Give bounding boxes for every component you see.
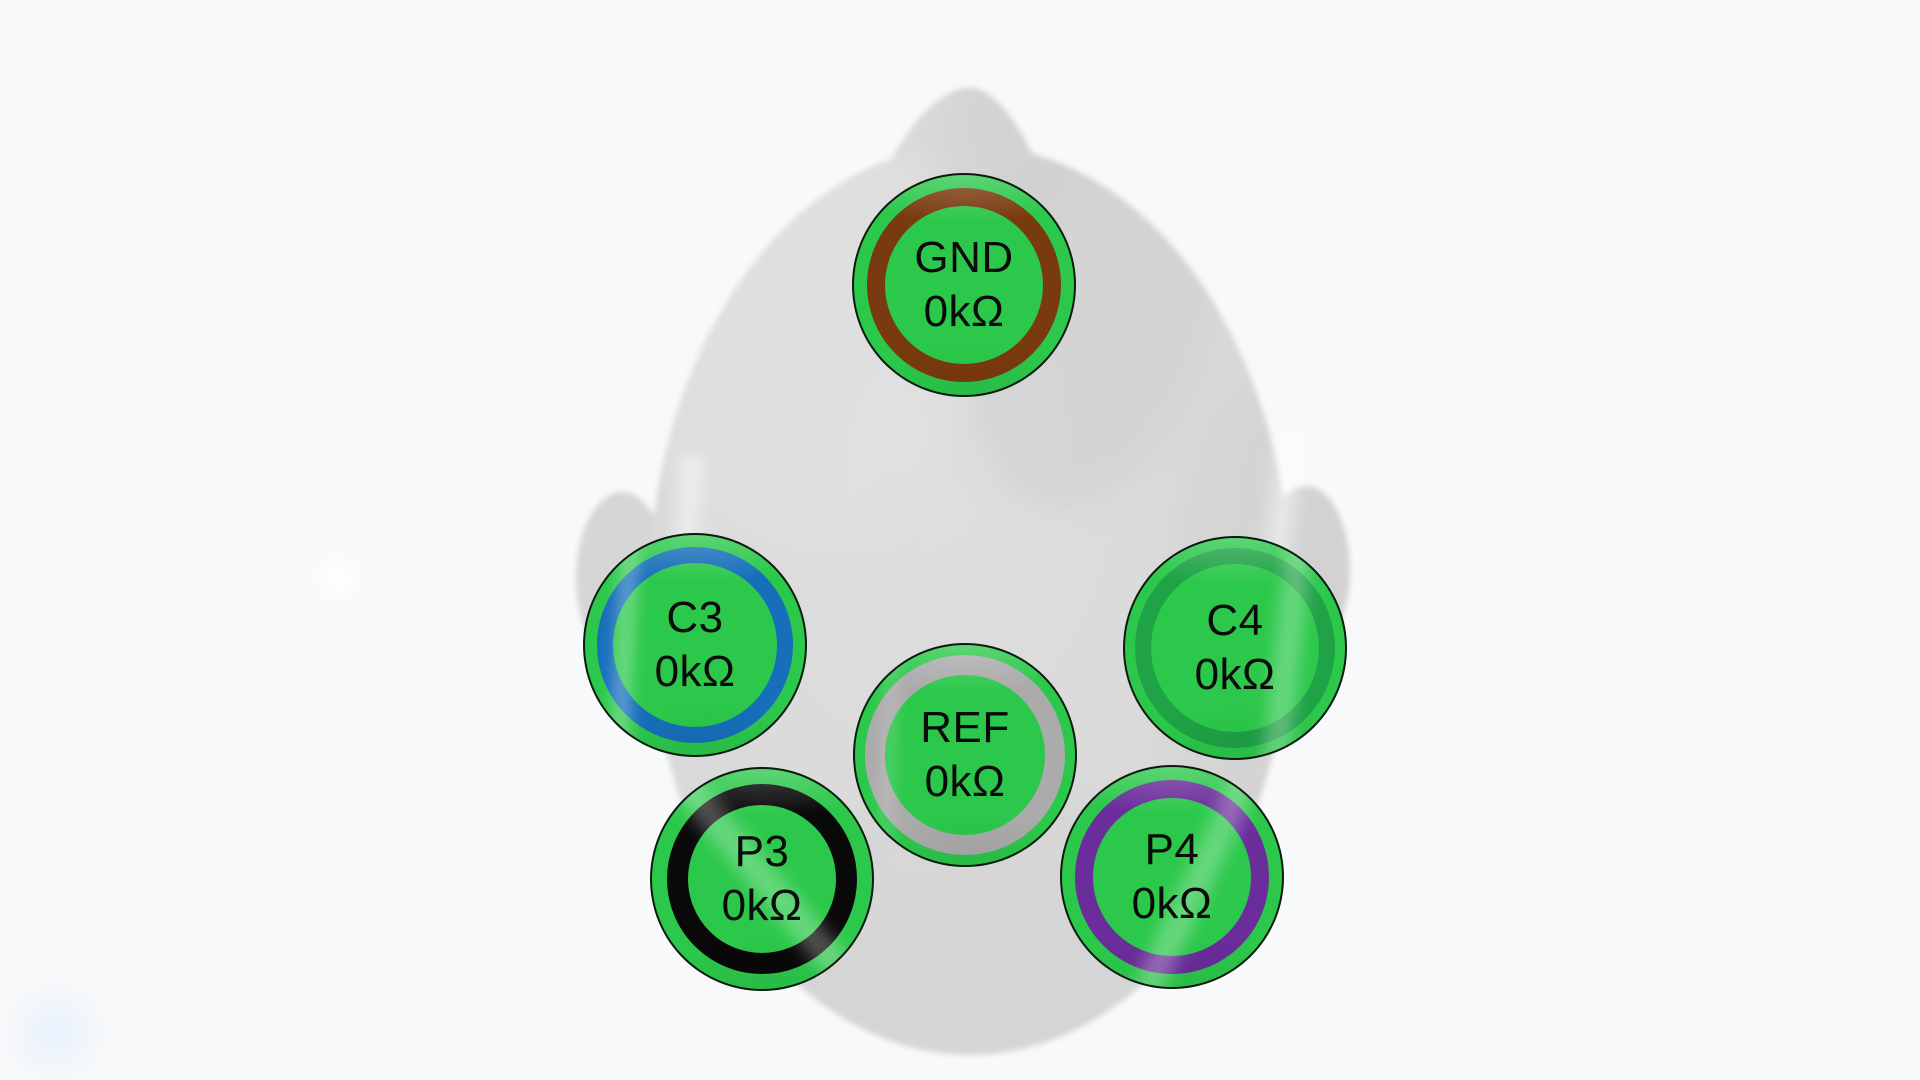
- electrode-p3[interactable]: P3 0kΩ: [650, 767, 874, 991]
- electrode-p4-wire-ring: [1075, 780, 1269, 974]
- electrode-c3[interactable]: C3 0kΩ: [583, 533, 807, 757]
- electrode-p3-wire-ring: [667, 784, 857, 974]
- electrode-gnd[interactable]: GND 0kΩ: [852, 173, 1076, 397]
- electrode-c4-wire-ring: [1135, 548, 1335, 748]
- electrode-c3-wire-ring: [597, 547, 793, 743]
- electrode-ref[interactable]: REF 0kΩ: [853, 643, 1077, 867]
- electrode-c4[interactable]: C4 0kΩ: [1123, 536, 1347, 760]
- electrode-p4[interactable]: P4 0kΩ: [1060, 765, 1284, 989]
- background-glare-spot: [306, 546, 370, 610]
- background-glare-corner: [0, 985, 110, 1080]
- electrode-gnd-wire-ring: [867, 188, 1061, 382]
- electrode-ref-wire-ring: [865, 655, 1065, 855]
